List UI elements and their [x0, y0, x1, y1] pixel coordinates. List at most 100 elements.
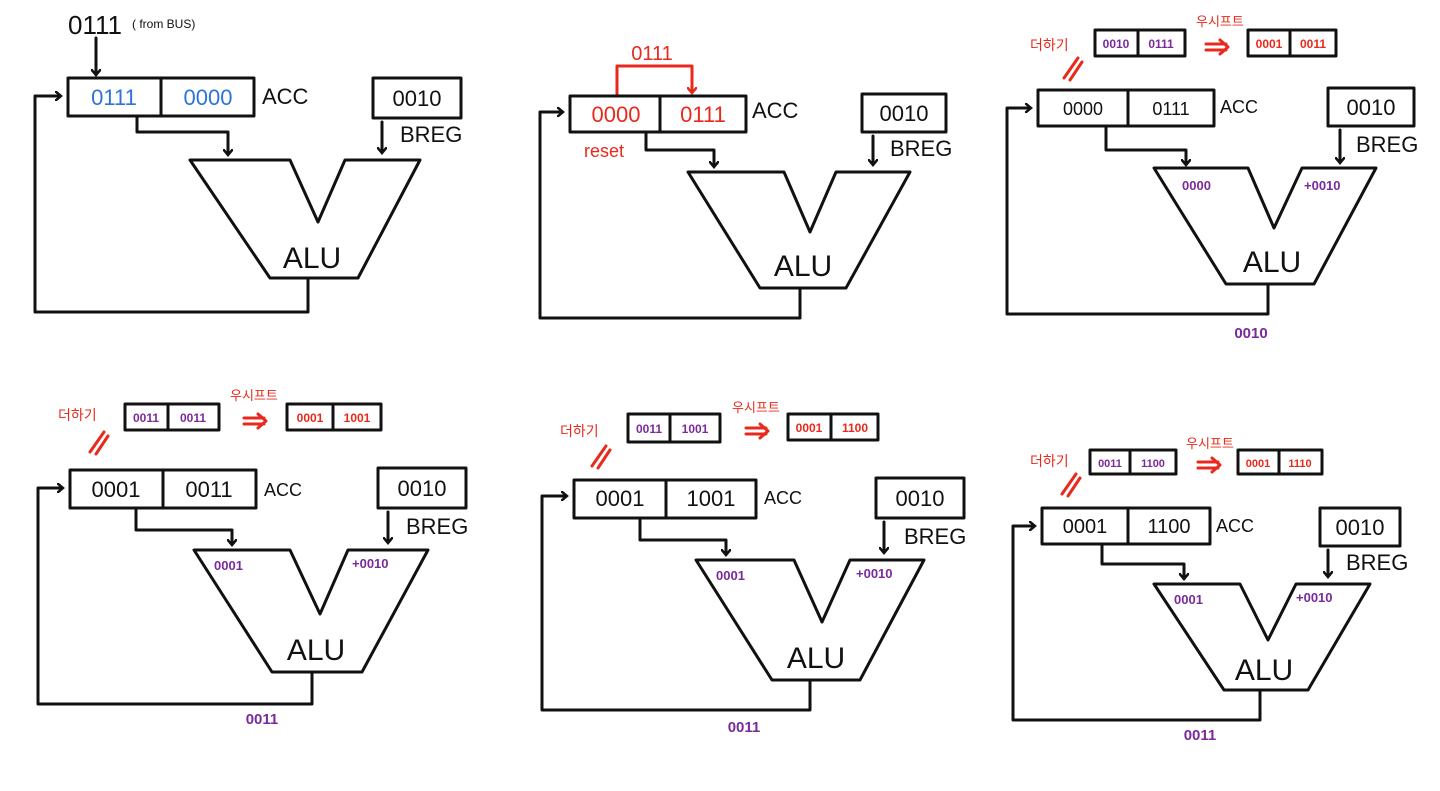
feedback-path	[538, 112, 802, 320]
shift-label: 우시프트	[1186, 436, 1234, 451]
acc-register	[1036, 88, 1216, 128]
add-high: 0011	[1098, 458, 1122, 470]
shift-low: 1100	[842, 421, 868, 435]
feedback-path	[36, 488, 314, 706]
panel-3: 더하기 0010 0111 우시프트 0001 0011 0000 0111 A…	[1005, 14, 1418, 342]
breg-value: 0010	[896, 486, 945, 511]
breg-label: BREG	[890, 136, 952, 161]
add-low: 0011	[180, 411, 206, 425]
acc-high: 0001	[92, 477, 141, 502]
breg-value: 0010	[1336, 515, 1385, 540]
acc-label: ACC	[1216, 516, 1254, 536]
acc-to-alu-arrow	[134, 506, 232, 544]
from-bus-note: ( from BUS)	[132, 17, 195, 31]
acc-high: 0001	[596, 486, 645, 511]
acc-register	[1040, 506, 1212, 546]
move-arrow	[615, 64, 692, 98]
alu-label: ALU	[787, 642, 845, 675]
alu-label: ALU	[1235, 654, 1293, 687]
shift-high: 0001	[297, 411, 324, 425]
alu-label: ALU	[1243, 246, 1301, 279]
breg-register	[874, 476, 966, 520]
add-low: 1100	[1141, 458, 1165, 470]
acc-label: ACC	[1220, 97, 1258, 117]
shift-arrow	[1204, 38, 1230, 56]
breg-label: BREG	[1356, 132, 1418, 157]
alu-input-left: 0001	[1174, 592, 1203, 607]
alu-output: 0010	[1234, 325, 1267, 342]
acc-to-alu-arrow	[1104, 124, 1186, 164]
alu-output: 0011	[246, 711, 279, 728]
acc-low: 0000	[184, 85, 233, 110]
alu-shape	[694, 558, 926, 682]
acc-register	[568, 94, 748, 134]
alu-input-right: +0010	[1296, 590, 1333, 605]
alu-shape	[192, 548, 430, 674]
add-high: 0011	[636, 422, 662, 436]
alu-label: ALU	[774, 250, 832, 283]
alu-label: ALU	[287, 634, 345, 667]
add-label: 더하기	[1030, 37, 1069, 53]
alu-shape	[1152, 582, 1372, 692]
alu-shape	[1152, 166, 1378, 286]
acc-low: 1001	[687, 486, 736, 511]
breg-register	[1326, 86, 1416, 128]
acc-high: 0111	[91, 85, 137, 110]
add-low: 1001	[682, 422, 709, 436]
panel-5: 더하기 0011 1001 우시프트 0001 1100 0001 1001 A…	[540, 400, 966, 736]
alu-input-left: 0001	[214, 558, 243, 573]
alu-output: 0011	[728, 719, 761, 736]
breg-value: 0010	[393, 86, 442, 111]
shift-high: 0001	[1246, 458, 1270, 470]
breg-label: BREG	[406, 514, 468, 539]
breg-label: BREG	[400, 122, 462, 147]
alu-shape	[686, 170, 912, 290]
move-value: 0111	[631, 43, 673, 65]
alu-input-right: +0010	[352, 556, 389, 571]
alu-shape	[188, 158, 422, 280]
alu-input-right: +0010	[1304, 178, 1341, 193]
alu-output: 0011	[1184, 727, 1217, 744]
add-high: 0011	[133, 411, 159, 425]
shift-label: 우시프트	[732, 400, 780, 415]
alu-input-left: 0000	[1182, 178, 1211, 193]
acc-high: 0001	[1063, 516, 1108, 538]
panel-1: 0111 ( from BUS) 0111 0000 ACC 0010 BREG…	[33, 10, 463, 314]
acc-to-alu-arrow	[644, 130, 714, 166]
breg-label: BREG	[904, 524, 966, 549]
acc-high: 0000	[1063, 99, 1103, 119]
breg-value: 0010	[880, 101, 929, 126]
acc-low: 0011	[185, 477, 232, 502]
shift-result-box	[786, 412, 880, 442]
add-label: 더하기	[1030, 453, 1069, 469]
breg-value: 0010	[1347, 95, 1396, 120]
feedback-path	[540, 496, 812, 712]
add-arrow	[1062, 56, 1084, 82]
panel-2: 0111 0000 0111 reset ACC 0010 BREG ALU	[538, 43, 952, 320]
add-result-box	[1088, 448, 1178, 476]
breg-register	[376, 466, 468, 510]
acc-low: 0111	[1152, 99, 1189, 119]
alu-input-left: 0001	[716, 568, 745, 583]
shift-low: 1110	[1288, 458, 1311, 470]
acc-low: 0111	[680, 102, 726, 127]
shift-label: 우시프트	[1196, 14, 1244, 29]
feedback-path	[1011, 526, 1262, 722]
add-result-box	[1093, 28, 1187, 58]
shift-result-box	[1246, 28, 1338, 58]
acc-label: ACC	[752, 98, 799, 123]
add-label: 더하기	[560, 423, 599, 439]
add-arrow	[1060, 472, 1082, 498]
shift-arrow	[1196, 456, 1222, 474]
shift-label: 우시프트	[230, 388, 278, 403]
shift-low: 1001	[344, 411, 371, 425]
feedback-path	[1005, 108, 1270, 316]
acc-label: ACC	[264, 480, 302, 500]
acc-label: ACC	[262, 84, 309, 109]
acc-to-alu-arrow	[1100, 542, 1184, 578]
reset-note: reset	[584, 141, 624, 161]
acc-high: 0000	[592, 102, 641, 127]
shift-high: 0001	[1256, 37, 1283, 51]
alu-input-right: +0010	[856, 566, 893, 581]
